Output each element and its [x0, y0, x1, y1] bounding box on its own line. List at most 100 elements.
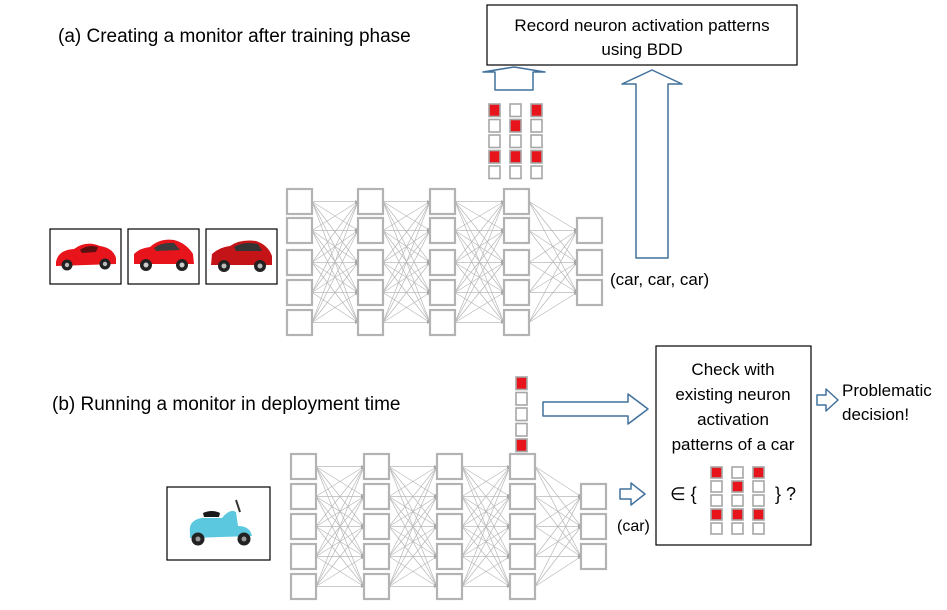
connection-line: [461, 466, 511, 527]
connection-line: [388, 526, 438, 587]
connection-line: [454, 201, 505, 293]
connection-line: [388, 466, 438, 527]
pattern-a-active-cell: [530, 103, 543, 118]
stored-pattern-inactive-cell: [710, 494, 723, 507]
connection-line: [534, 466, 582, 497]
pattern-a-inactive-cell: [530, 134, 543, 149]
connection-line: [315, 556, 365, 587]
input-image-hatchback: [127, 228, 200, 285]
neuron-node: [285, 187, 314, 216]
right-arrow-output: [619, 482, 646, 506]
neuron-node: [579, 512, 608, 541]
pattern-b-inactive-cell: [515, 422, 528, 437]
pattern-a-active-cell: [488, 103, 501, 118]
connection-line: [528, 262, 578, 323]
pattern-a-inactive-cell: [509, 134, 522, 149]
check-box-line-2: existing neuron: [675, 385, 790, 404]
neuron-node: [289, 572, 318, 601]
record-box-line-2: using BDD: [601, 40, 682, 59]
neuron-node: [502, 308, 531, 337]
pattern-b-inactive-cell: [515, 407, 528, 422]
network-a-connections: [311, 200, 578, 324]
pattern-a-inactive-cell: [530, 165, 543, 180]
activation-patterns-recorded: [488, 103, 543, 180]
neuron-node: [575, 278, 604, 307]
neuron-node: [435, 452, 464, 481]
connection-line: [315, 466, 365, 497]
connection-line: [461, 496, 511, 587]
connection-line: [528, 201, 578, 293]
neuron-node: [356, 308, 385, 337]
connection-line: [461, 466, 511, 587]
connection-line: [528, 201, 578, 263]
up-arrow-patterns: [482, 66, 546, 91]
check-box-line-1: Check with: [691, 360, 774, 379]
connection-line: [382, 201, 431, 323]
up-arrow-output: [621, 69, 683, 259]
connection-line: [382, 201, 431, 231]
stored-pattern-inactive-cell: [731, 522, 744, 535]
input-image-sports-car: [49, 228, 122, 285]
neuron-node: [508, 452, 537, 481]
connection-line: [388, 466, 438, 497]
neuron-node: [285, 308, 314, 337]
connection-line: [311, 201, 359, 323]
connection-line: [315, 526, 365, 587]
stored-pattern-inactive-cell: [731, 466, 744, 479]
connection-line: [461, 556, 511, 587]
connection-line: [382, 292, 431, 323]
stored-pattern-active-cell: [731, 480, 744, 493]
neuron-node: [435, 542, 464, 571]
connection-line: [388, 556, 438, 587]
neuron-node: [356, 187, 385, 216]
pattern-a-inactive-cell: [530, 118, 543, 133]
neuron-node: [575, 248, 604, 277]
neuron-node: [362, 512, 391, 541]
connection-line: [528, 230, 578, 293]
connection-line: [534, 496, 582, 557]
neuron-node: [428, 278, 457, 307]
stored-pattern-active-cell: [752, 508, 765, 521]
section-b-title: (b) Running a monitor in deployment time: [52, 394, 401, 415]
set-open-bracket: ∈ {: [670, 484, 697, 504]
output-label-training: (car, car, car): [610, 270, 709, 289]
connection-line: [311, 201, 359, 293]
neuron-node: [579, 542, 608, 571]
neuron-node: [356, 248, 385, 277]
right-arrow-to-check: [542, 393, 649, 425]
neuron-node: [289, 542, 318, 571]
pattern-b-active-cell: [515, 376, 528, 391]
connection-line: [528, 230, 578, 323]
connection-line: [461, 526, 511, 587]
connection-line: [534, 556, 582, 587]
connection-line: [388, 466, 438, 557]
connection-line: [315, 466, 365, 557]
result-line-1: Problematic: [842, 381, 932, 400]
stored-pattern-active-cell: [731, 508, 744, 521]
neuron-node: [435, 512, 464, 541]
connection-line: [311, 262, 359, 293]
connection-line: [528, 201, 578, 231]
pattern-a-inactive-cell: [509, 103, 522, 118]
connection-line: [382, 230, 431, 323]
check-box-line-3: activation: [697, 410, 769, 429]
stored-car-patterns: [710, 466, 765, 535]
connection-line: [388, 496, 438, 587]
activation-pattern-current: [515, 376, 528, 453]
neuron-node: [502, 187, 531, 216]
neural-network-deployment: [289, 452, 608, 601]
pattern-a-inactive-cell: [488, 165, 501, 180]
neuron-node: [502, 278, 531, 307]
neuron-node: [428, 216, 457, 245]
network-b-connections: [315, 465, 582, 588]
connection-line: [311, 262, 359, 323]
neuron-node: [362, 572, 391, 601]
connection-line: [315, 466, 365, 587]
neuron-node: [428, 248, 457, 277]
connection-line: [315, 496, 365, 587]
neuron-node: [435, 572, 464, 601]
record-box: [486, 4, 798, 66]
connection-line: [454, 201, 505, 323]
neuron-node: [289, 482, 318, 511]
